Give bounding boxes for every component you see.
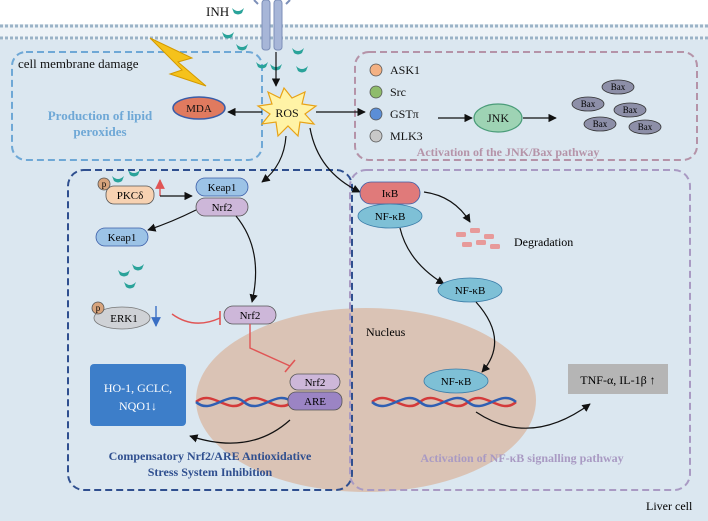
nucleus	[196, 308, 536, 492]
nfkb-nuclear-node	[423, 368, 489, 394]
lipid-title-line2: peroxides	[73, 124, 126, 139]
bax-label: Bax	[623, 105, 638, 115]
pkc-node	[105, 185, 155, 205]
degradation-label: Degradation	[514, 235, 573, 249]
nrf2-title-line2: Stress System Inhibition	[148, 465, 273, 479]
nrf2-complex-label: Nrf2	[212, 202, 233, 214]
lightning-icon	[149, 37, 207, 87]
nrf2-title-line1: Compensatory Nrf2/ARE Antioxidative	[109, 449, 312, 463]
lipid-box	[11, 51, 263, 161]
ho1-line2: NQO1↓	[119, 399, 157, 413]
nfkb-complex-label: NF-κB	[375, 211, 406, 223]
dna-right-icon	[371, 396, 517, 408]
bax-label: Bax	[611, 82, 626, 92]
degradation-fragments-icon	[456, 228, 500, 249]
mda-node	[172, 96, 226, 120]
bax-label: Bax	[593, 119, 608, 129]
bax-label: Bax	[638, 122, 653, 132]
legend-mlk3: MLK3	[390, 129, 423, 143]
are-node	[287, 391, 343, 411]
ho1-line1: HO-1, GCLC,	[104, 381, 172, 395]
cell-membrane	[0, 24, 708, 40]
nrf2-box	[67, 169, 353, 491]
nrf2-complex-node	[195, 197, 249, 217]
nfkb-free-label: NF-κB	[455, 285, 486, 297]
erk-phospho	[91, 301, 105, 315]
nrf2-free-label: Nrf2	[240, 310, 261, 322]
membrane-receptor-icon	[253, 0, 291, 51]
keap1-complex-node	[195, 177, 249, 197]
nrf2-nuclear-node	[289, 373, 341, 391]
erk1-label: ERK1	[110, 313, 138, 325]
lipid-title-line1: Production of lipid	[48, 108, 153, 123]
jnk-node	[473, 103, 523, 133]
ho1-box	[90, 364, 186, 426]
keap1-free-node	[95, 227, 149, 247]
nrf2-nuclear-label: Nrf2	[305, 377, 326, 389]
legend: ASK1 Src GSTπ MLK3	[369, 63, 423, 143]
bax-cluster: Bax Bax Bax Bax Bax	[571, 79, 662, 135]
erk-drug-icons	[118, 264, 144, 289]
nfkb-box	[349, 169, 691, 491]
jnk-box	[354, 51, 698, 161]
are-label: ARE	[304, 396, 326, 408]
inh-drug-icons	[222, 8, 308, 73]
erk1-node	[93, 306, 151, 330]
pkc-label: PKCδ	[117, 190, 144, 202]
tnf-label: TNF-α, IL-1β ↑	[580, 373, 655, 387]
jnk-label: JNK	[487, 111, 509, 125]
nfkb-free-node	[437, 277, 503, 303]
nucleus-label: Nucleus	[366, 325, 406, 339]
bax-label: Bax	[581, 99, 596, 109]
nfkb-nuclear-label: NF-κB	[441, 376, 472, 388]
ikb-label: IκB	[382, 188, 399, 200]
pkc-phospho-label: p	[102, 179, 107, 189]
ros-label: ROS	[275, 106, 298, 120]
legend-src: Src	[390, 85, 406, 99]
jnk-pathway-title: Activation of the JNK/Bax pathway	[417, 145, 600, 159]
pkc-phospho	[97, 177, 111, 191]
inh-label: INH	[206, 4, 229, 19]
mda-label: MDA	[186, 103, 212, 115]
membrane-damage-label: cell membrane damage	[18, 56, 139, 71]
nfkb-complex-node	[357, 203, 423, 229]
tnf-box	[568, 364, 668, 394]
keap1-free-label: Keap1	[108, 232, 137, 244]
liver-cell-label: Liver cell	[646, 499, 693, 513]
keap1-complex-label: Keap1	[208, 182, 237, 194]
ros-burst-icon	[256, 86, 318, 138]
erk-phospho-label: p	[96, 303, 101, 313]
nfkb-pathway-title: Activation of NF-κB signalling pathway	[420, 451, 623, 465]
legend-ask1: ASK1	[390, 63, 420, 77]
pkc-drug-icons	[112, 170, 140, 183]
legend-gstpi: GSTπ	[390, 107, 419, 121]
